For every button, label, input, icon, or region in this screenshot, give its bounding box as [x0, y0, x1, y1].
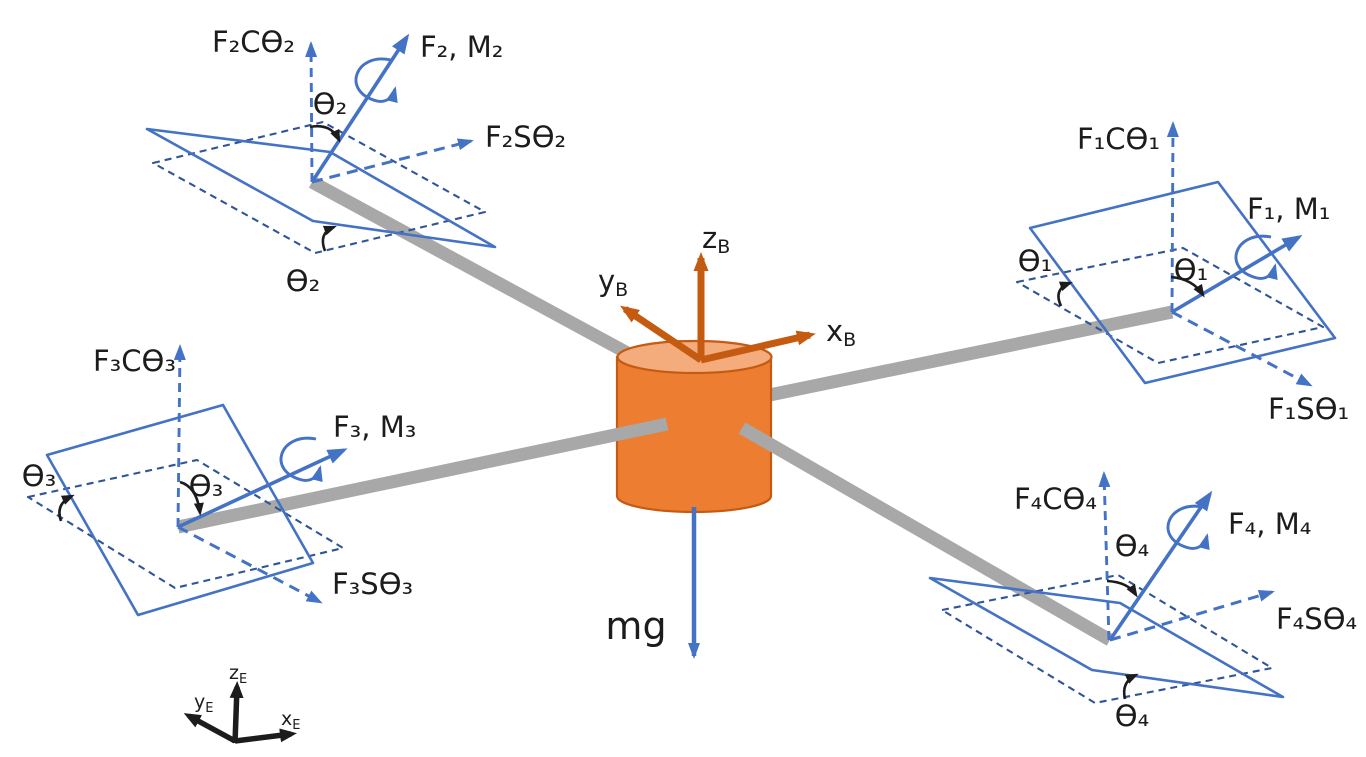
- rotor-2-vertical-thrust-arrow: [305, 41, 318, 183]
- rotor-2-tilt-arc-top: [309, 125, 341, 143]
- earth-y-axis-arrow: [183, 713, 237, 744]
- body-x-axis-label: xB: [826, 314, 856, 351]
- rotor-3-tilted-disk: [45, 403, 315, 617]
- earth-z-main: z: [229, 662, 239, 684]
- rotor-1-tilt-arc-edge: [1057, 281, 1073, 307]
- rotor-4-tilt-arc-edge: [1122, 673, 1139, 700]
- body-y-main: y: [598, 264, 615, 298]
- arm-rotor4: [738, 422, 1114, 646]
- rotor-4-force-moment-label: F₄, M₄: [1228, 507, 1311, 541]
- rotor-2-tilt-angle-label-edge: Ɵ₂: [286, 264, 320, 298]
- body-cylinder: [615, 339, 773, 514]
- rotor-2-tilt-arc-edge: [321, 225, 337, 252]
- body-x-axis-arrow: [700, 330, 816, 364]
- body-x-sub: B: [843, 329, 856, 351]
- earth-z-axis-label: zE: [229, 662, 247, 687]
- rotor-1-vertical-thrust-arrow: [1166, 121, 1179, 313]
- arm-rotor3: [176, 417, 669, 534]
- rotor-3-tilt-arc-edge: [58, 494, 75, 522]
- rotor-3-vertical-thrust-label: F₃CƟ₃: [93, 344, 176, 378]
- rotor-1-vertical-thrust-label: F₁CƟ₁: [1077, 122, 1160, 156]
- body-y-axis-label: yB: [598, 264, 628, 301]
- rotor-1-lateral-thrust-label: F₁SƟ₁: [1268, 392, 1349, 426]
- earth-z-axis-arrow: [229, 681, 244, 744]
- rotor-3: F₃CƟ₃ F₃, M₃ Ɵ₃ Ɵ₃ F₃SƟ₃: [22, 344, 416, 617]
- rotor-3-force-arrow: [177, 448, 348, 529]
- rotor-2-reference-plane: [151, 120, 487, 255]
- rotor-3-lateral-thrust-label: F₃SƟ₃: [332, 567, 413, 601]
- rotor-2-force-arrow: [310, 33, 410, 183]
- body-z-main: z: [702, 221, 717, 255]
- earth-x-axis-label: xE: [281, 708, 300, 733]
- body-y-sub: B: [615, 279, 628, 301]
- gravity-label: mg: [605, 604, 666, 648]
- rotor-1-tilt-angle-label-edge: Ɵ₁: [1018, 244, 1052, 278]
- arms-front: [176, 417, 1114, 646]
- rotor-3-tilt-angle-label-top: Ɵ₃: [189, 469, 223, 503]
- rotor-3-tilt-angle-label-edge: Ɵ₃: [22, 459, 56, 493]
- rotor-3-force-moment-label: F₃, M₃: [333, 410, 416, 444]
- rotor-1-force-moment-label: F₁, M₁: [1247, 192, 1330, 226]
- rotor-1: F₁CƟ₁ F₁, M₁ Ɵ₁ Ɵ₁ F₁SƟ₁: [1015, 121, 1349, 426]
- rotor-2-force-moment-label: F₂, M₂: [420, 30, 503, 64]
- rotor-4-vertical-thrust-label: F₄CƟ₄: [1014, 482, 1097, 516]
- rotor-3-moment-arc: [279, 436, 323, 483]
- rotor-1-moment-arc: [1234, 234, 1278, 281]
- rotor-4-tilted-disk: [928, 576, 1285, 699]
- body-y-axis-arrow: [620, 305, 703, 363]
- rotor-2-moment-arc: [354, 57, 398, 104]
- rotor-1-lateral-thrust-arrow: [1171, 310, 1313, 387]
- rotor-2: F₂CƟ₂ F₂, M₂ Ɵ₂ F₂SƟ₂ Ɵ₂: [145, 25, 566, 298]
- earth-z-sub: E: [239, 672, 247, 687]
- earth-x-main: x: [281, 708, 292, 730]
- earth-y-axis-label: yE: [194, 691, 213, 716]
- rotor-4-tilt-angle-label-top: Ɵ₄: [1115, 529, 1149, 563]
- rotor-2-tilt-angle-label-top: Ɵ₂: [313, 87, 347, 121]
- body-frame-axes: zB yB xB: [598, 221, 856, 364]
- earth-x-sub: E: [292, 718, 300, 733]
- body-x-main: x: [826, 314, 843, 348]
- earth-x-axis-arrow: [234, 728, 297, 744]
- rotor-4: F₄CƟ₄ Ɵ₄ F₄, M₄ F₄SƟ₄ Ɵ₄: [928, 471, 1357, 733]
- body-z-sub: B: [717, 236, 730, 258]
- rotor-1-tilted-disk: [1028, 180, 1337, 385]
- rotor-2-tilted-disk: [145, 127, 497, 249]
- rotor-2-lateral-thrust-arrow: [311, 138, 474, 184]
- rotor-2-vertical-thrust-label: F₂CƟ₂: [212, 25, 295, 59]
- earth-y-main: y: [194, 691, 205, 713]
- rotor-1-tilt-arc-top: [1170, 275, 1205, 298]
- rotor-2-lateral-thrust-label: F₂SƟ₂: [485, 120, 566, 154]
- rotor-4-tilt-angle-label-edge: Ɵ₄: [1115, 699, 1149, 733]
- rotor-1-tilt-angle-label-top: Ɵ₁: [1174, 253, 1208, 287]
- rotor-4-lateral-thrust-arrow: [1109, 589, 1275, 642]
- arm-rotor2: [308, 176, 659, 374]
- rotor-4-vertical-thrust-arrow: [1098, 471, 1111, 641]
- rotor-3-lateral-thrust-arrow: [177, 525, 323, 604]
- rotor-4-tilt-arc-top: [1106, 579, 1138, 598]
- rotor-4-lateral-thrust-label: F₄SƟ₄: [1276, 602, 1357, 636]
- gravity: mg: [605, 507, 700, 659]
- cylinder-side: [615, 355, 773, 514]
- rotor-1-force-arrow: [1171, 234, 1303, 314]
- earth-y-sub: E: [205, 701, 213, 716]
- rotor-4-force-arrow: [1108, 490, 1213, 642]
- body-z-axis-label: zB: [702, 221, 730, 258]
- rotor-3-tilt-arc-top: [179, 480, 204, 516]
- rotor-3-vertical-thrust-arrow: [173, 344, 186, 528]
- rotor-4-moment-arc: [1166, 504, 1210, 551]
- earth-frame-axes: zE yE xE: [183, 662, 300, 744]
